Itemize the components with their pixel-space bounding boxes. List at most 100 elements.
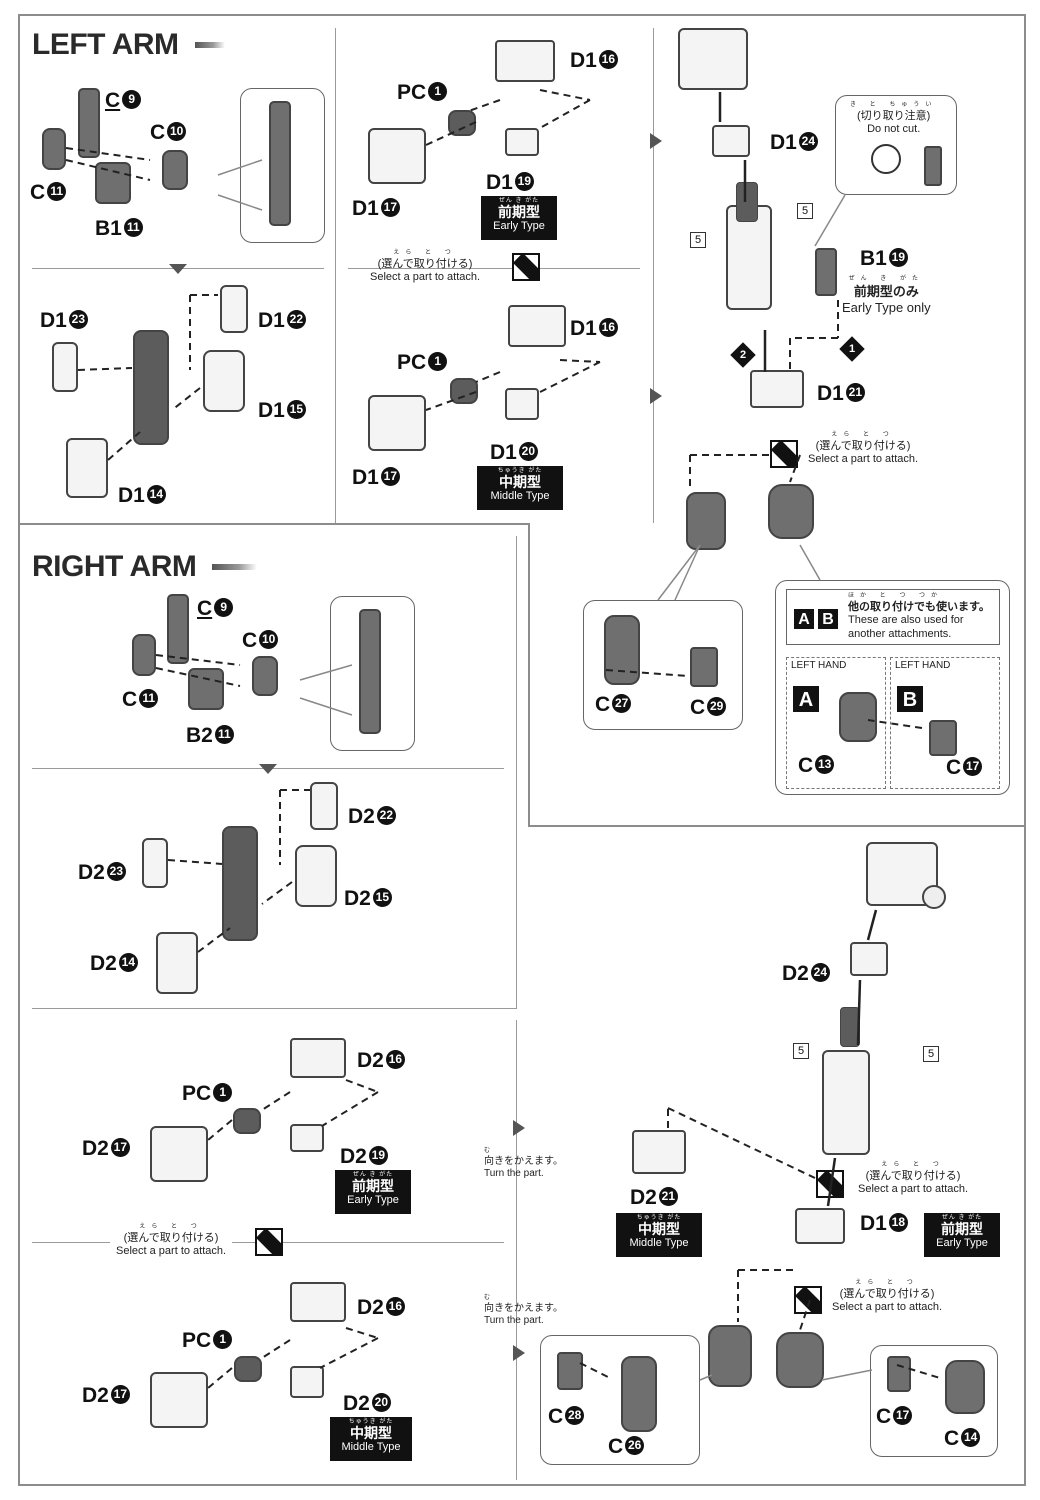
select-part-icon	[770, 440, 798, 468]
select-note: えら と つ(選んで取り付ける)Select a part to attach.	[110, 1224, 233, 1259]
sticker-5: 5	[690, 232, 706, 248]
b-badge-large: B	[897, 686, 923, 712]
part-d2-17	[150, 1372, 208, 1428]
cut-warning-bubble: き と ちゅうい(切り取り注意)Do not cut.	[835, 95, 957, 195]
sticker-5: 5	[797, 203, 813, 219]
part-upper-arm	[822, 1007, 870, 1155]
part-c29	[690, 647, 718, 687]
part-forearm	[133, 330, 169, 445]
part-d1-16	[508, 305, 566, 347]
left-hand-label-a: LEFT HAND	[791, 660, 847, 671]
part-c11	[42, 128, 66, 170]
option-a-box: LEFT HAND A	[786, 657, 886, 789]
part-pc1	[233, 1108, 261, 1134]
sticker-5: 5	[793, 1043, 809, 1059]
part-d2-15	[295, 845, 337, 907]
part-d1-18	[795, 1208, 845, 1244]
part-fist-hand	[768, 484, 814, 539]
flow-arrow	[650, 133, 662, 149]
page-frame	[18, 14, 1026, 1486]
part-gate	[924, 146, 942, 186]
part-d1-24	[712, 125, 750, 157]
part-pc1	[450, 378, 478, 404]
part-d1-14	[66, 438, 108, 498]
ab-note-box	[786, 589, 1000, 645]
select-note: えら と つ(選んで取り付ける)Select a part to attach.	[832, 1280, 943, 1314]
part-d1-17	[368, 395, 426, 451]
title-swoosh	[212, 564, 257, 570]
part-c9	[78, 88, 100, 158]
b-badge: B	[818, 609, 838, 629]
divider	[335, 28, 336, 523]
part-d2-16	[290, 1038, 346, 1078]
part-fist-hand	[776, 1332, 824, 1388]
part-c9	[167, 594, 189, 664]
part-d1-16	[495, 40, 555, 82]
part-c28	[557, 1352, 583, 1390]
section-border	[20, 523, 528, 525]
select-note: えら と つ(選んで取り付ける)Select a part to attach.	[370, 250, 481, 284]
detail-bubble	[240, 88, 325, 243]
part-upper-arm	[726, 182, 772, 310]
right-arm-title: RIGHT ARM	[32, 550, 197, 583]
part-d1-21	[750, 370, 804, 408]
part-open-hand	[686, 492, 726, 550]
select-note: えら と つ(選んで取り付ける)Select a part to attach.	[808, 432, 919, 466]
part-c10	[162, 150, 188, 190]
part-b2-11	[188, 668, 224, 710]
part-b1-11	[95, 162, 131, 204]
flow-arrow	[513, 1120, 525, 1136]
part-d1-17	[368, 128, 426, 184]
select-note: えら と つ(選んで取り付ける)Select a part to attach.	[858, 1162, 969, 1196]
select-part-icon	[255, 1228, 283, 1256]
turn-note: む向きをかえます。Turn the part.	[484, 1295, 563, 1326]
left-arm-title: LEFT ARM	[32, 28, 179, 61]
select-part-icon	[512, 253, 540, 281]
divider	[32, 1008, 517, 1009]
hand-c27-bubble	[583, 600, 743, 730]
part-b1-19	[815, 248, 837, 296]
step-down-arrow	[169, 264, 187, 274]
a-badge: A	[794, 609, 814, 629]
part-d1-22	[220, 285, 248, 333]
part-d1-19	[505, 128, 539, 156]
detail-bubble	[330, 596, 415, 751]
part-d1-23	[52, 342, 78, 392]
part-d2-21	[632, 1130, 686, 1174]
hand-c26-bubble	[540, 1335, 700, 1465]
flow-arrow	[650, 388, 662, 404]
